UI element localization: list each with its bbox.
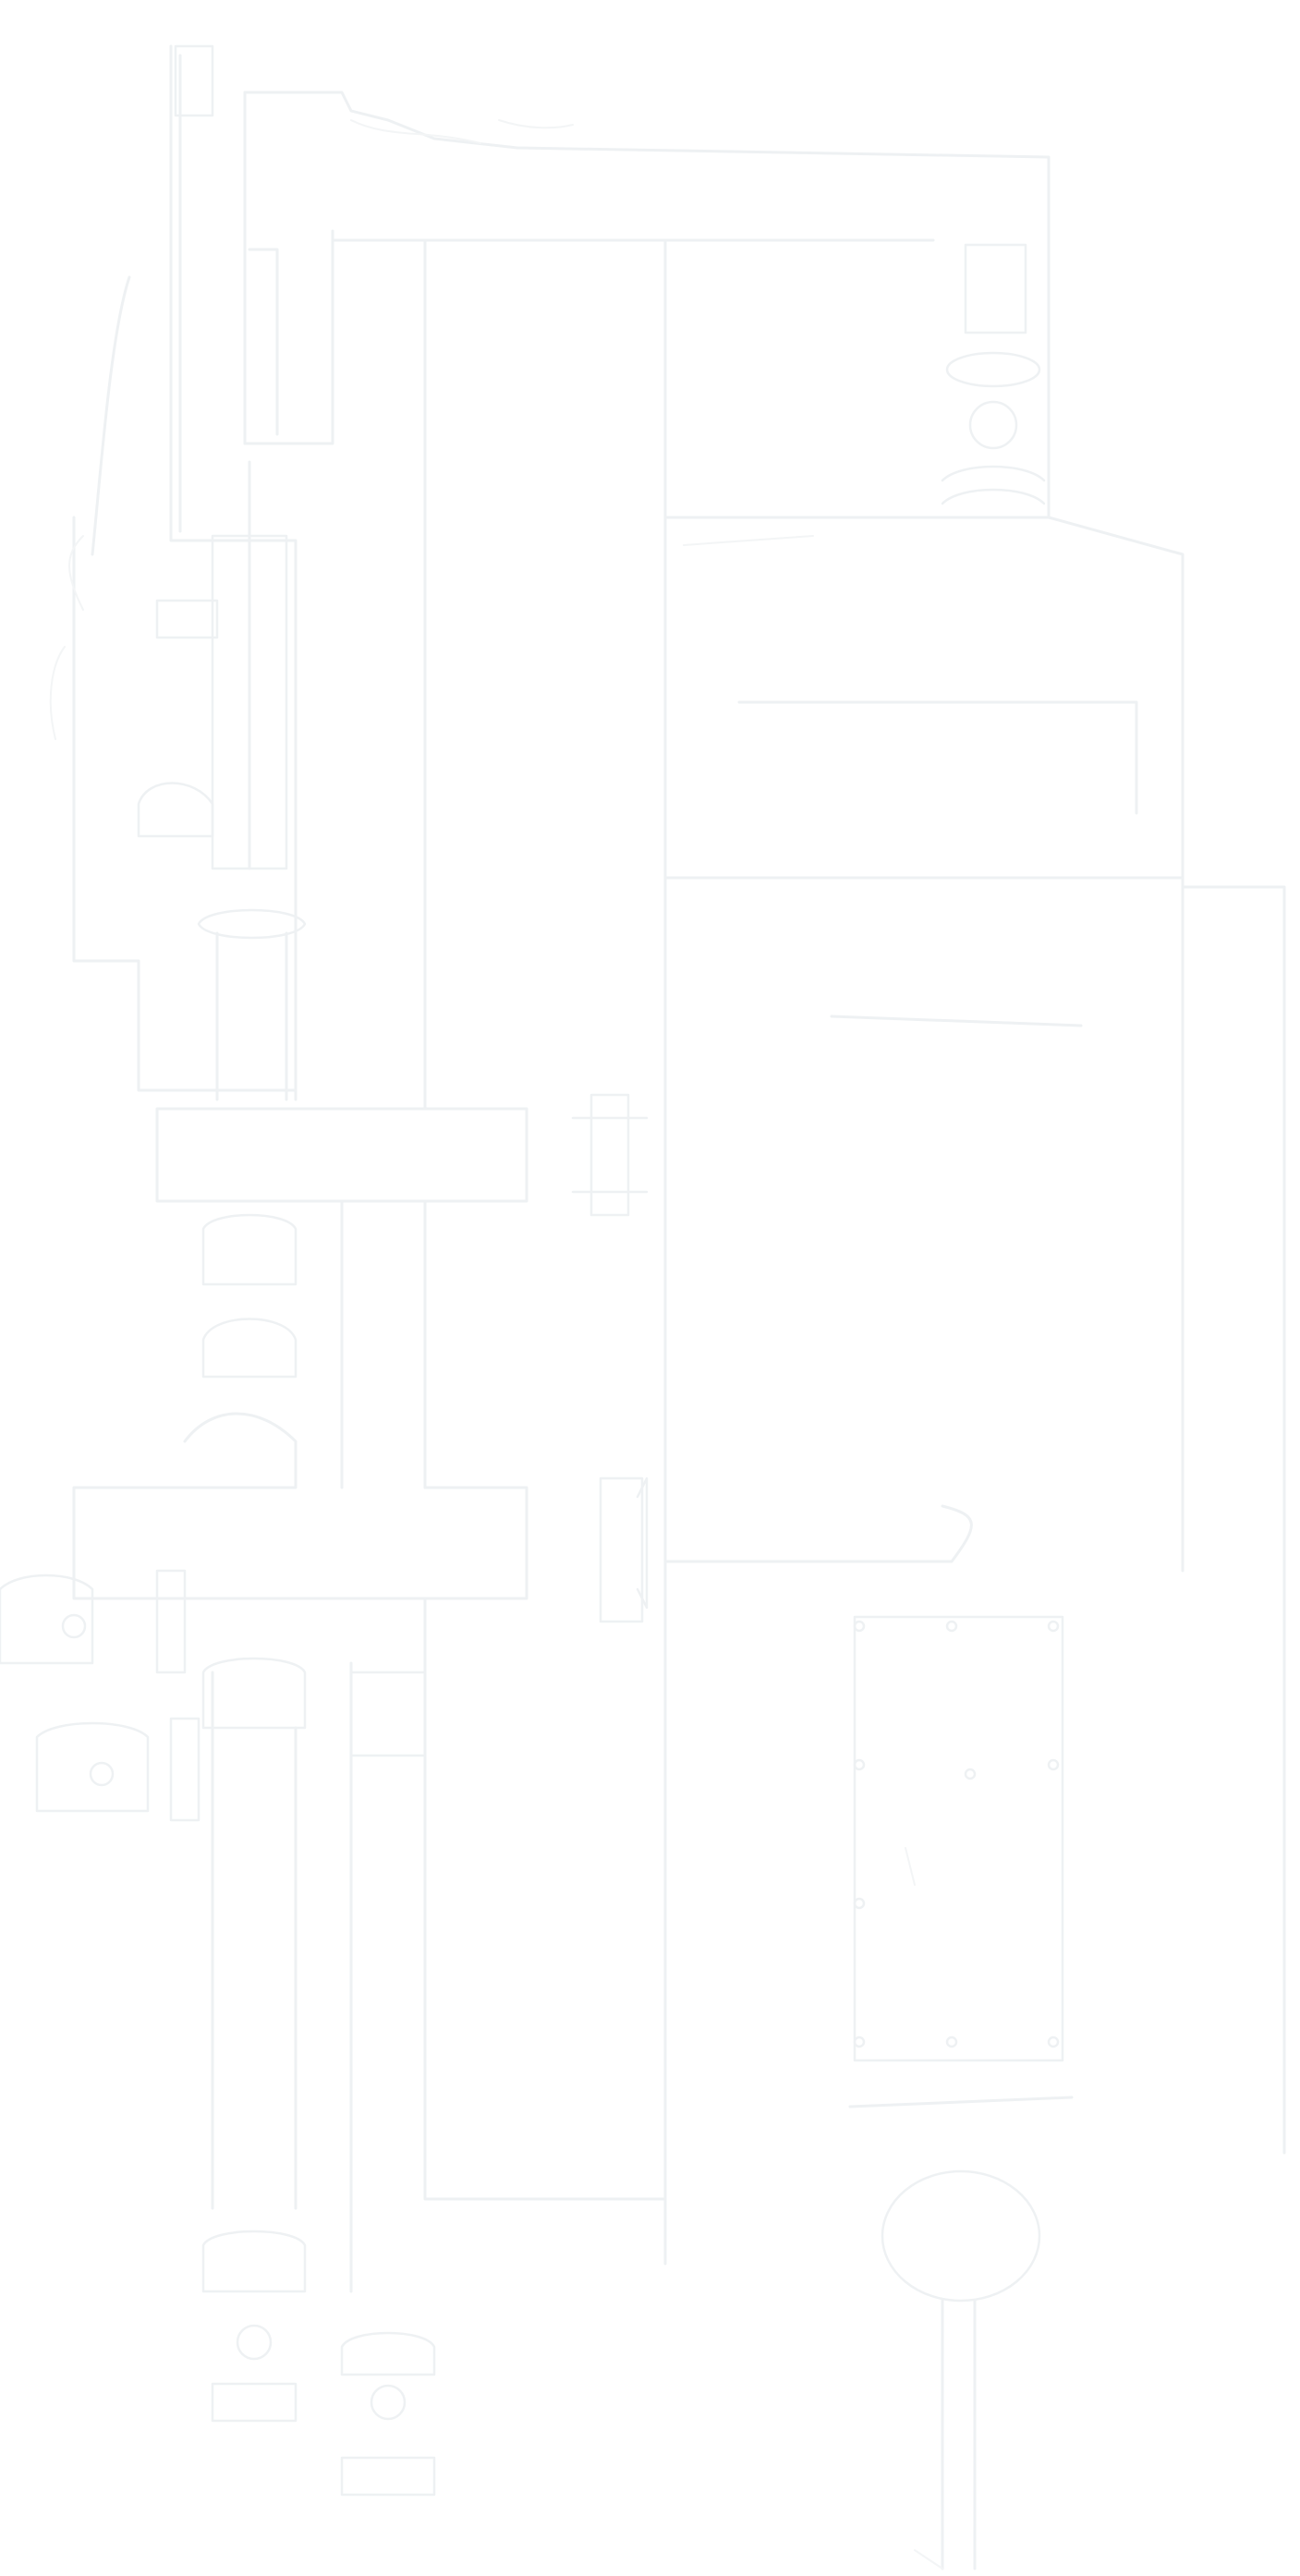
flange-icon bbox=[201, 1657, 307, 1730]
top-right-valve-assembly bbox=[941, 243, 1046, 505]
lower-left-fittings bbox=[0, 1213, 529, 1822]
pump-icon bbox=[201, 2230, 307, 2293]
pump-icon bbox=[340, 2331, 436, 2376]
upper-left-frame bbox=[169, 44, 298, 1101]
flange-icon bbox=[197, 908, 307, 940]
pump-icon bbox=[881, 2169, 1041, 2303]
top-manifold bbox=[243, 91, 1051, 519]
valve-icon bbox=[589, 1093, 630, 1217]
right-panel-region bbox=[663, 516, 1286, 2155]
bottom-left-pumps bbox=[201, 2230, 436, 2497]
flange-icon bbox=[174, 44, 214, 117]
middle-manifold bbox=[155, 238, 649, 1489]
control-box bbox=[599, 1476, 1074, 2108]
pump-icon bbox=[201, 1213, 298, 1286]
vertical-risers bbox=[201, 516, 667, 2293]
valve-icon bbox=[964, 243, 1027, 334]
tank-icon bbox=[211, 534, 288, 870]
tank-icon bbox=[853, 1615, 1064, 2062]
bottom-right-pump bbox=[881, 2169, 1041, 2570]
flange-icon bbox=[0, 1574, 94, 1665]
pump-icon bbox=[968, 400, 1018, 450]
valve-icon bbox=[599, 1476, 644, 1623]
left-column-fittings bbox=[49, 229, 334, 1101]
